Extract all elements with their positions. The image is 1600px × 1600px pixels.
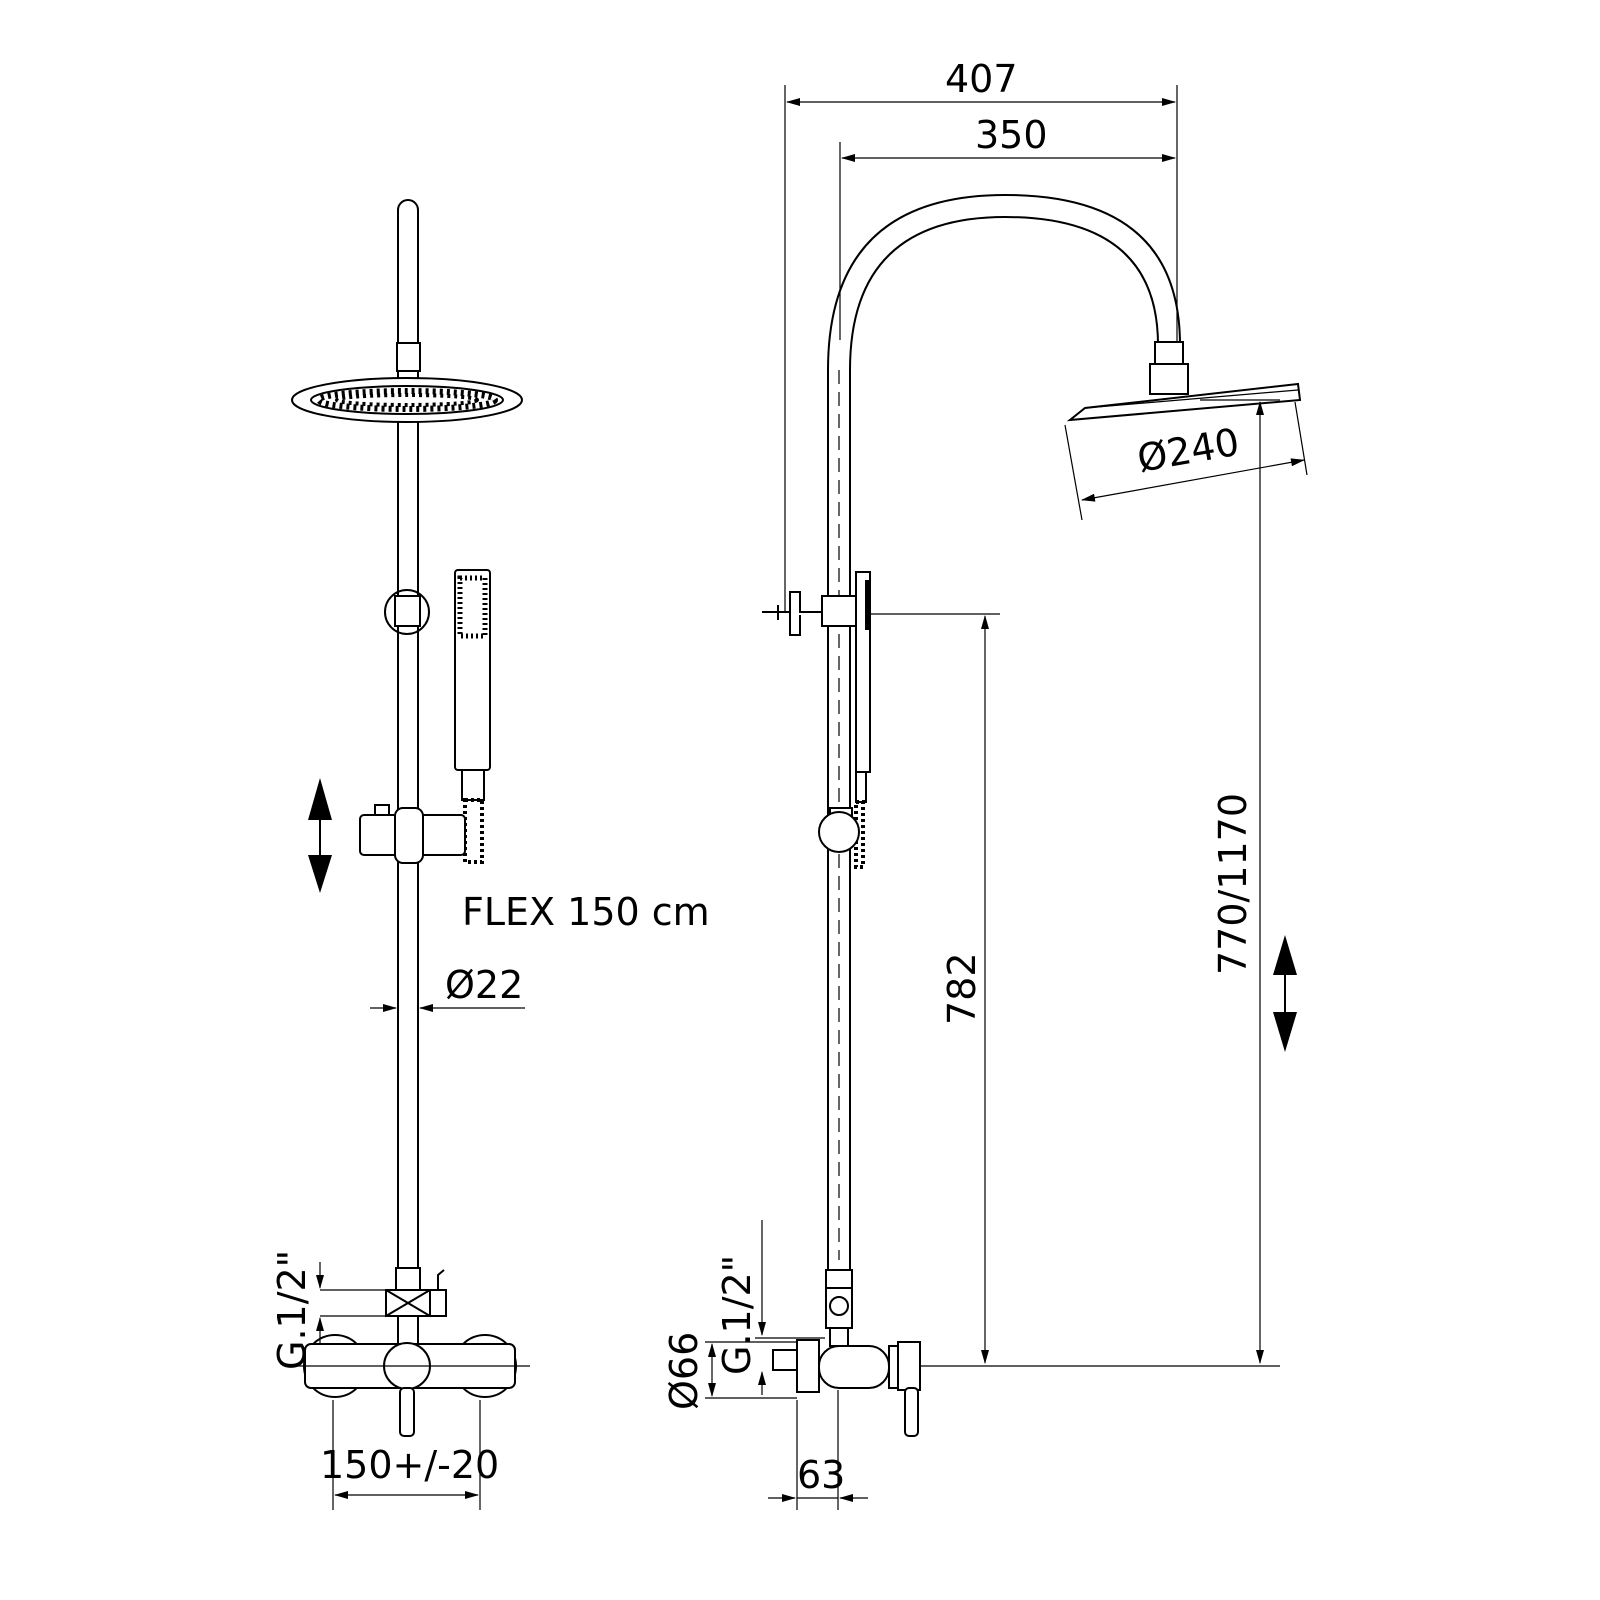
escutcheon-diameter-label: Ø66 — [662, 1332, 706, 1410]
diverter — [385, 1267, 447, 1345]
shower-arm-inner — [849, 215, 1159, 1270]
arm-reach-label: 350 — [975, 113, 1048, 157]
bracket-height-label: 782 — [940, 952, 984, 1025]
slider-knob-side — [818, 807, 860, 853]
wall-bracket — [384, 589, 430, 635]
hand-shower-side — [854, 571, 871, 869]
total-reach-label: 407 — [945, 57, 1018, 101]
mixer-body — [290, 1334, 530, 1437]
wall-bracket-side — [762, 591, 857, 636]
overhead-shower-head — [291, 377, 523, 423]
side-thread-label: G.1/2" — [715, 1255, 759, 1375]
height-adjust-arrow-side — [1273, 935, 1297, 1052]
shower-arm-outer — [827, 193, 1181, 1270]
overhead-shower-head-side — [1066, 382, 1302, 422]
wall-offset-label: 63 — [797, 1453, 845, 1497]
front-view: FLEX 150 cm Ø22 G.1/2" — [270, 199, 710, 1510]
side-view: 407 350 Ø240 — [662, 57, 1308, 1510]
head-diameter-label: Ø240 — [1134, 420, 1243, 481]
head-connector — [396, 342, 421, 372]
riser-pipe — [397, 199, 419, 1290]
arm-connector — [1154, 341, 1184, 365]
inlet-spacing-label: 150+/-20 — [320, 1443, 499, 1487]
head-height-label: 770/1170 — [1211, 793, 1255, 975]
slider-holder — [359, 804, 466, 864]
height-adjust-arrow — [308, 778, 332, 893]
mixer-side — [772, 1269, 921, 1437]
pipe-diameter-label: Ø22 — [445, 963, 523, 1007]
hose-label: FLEX 150 cm — [462, 890, 710, 934]
